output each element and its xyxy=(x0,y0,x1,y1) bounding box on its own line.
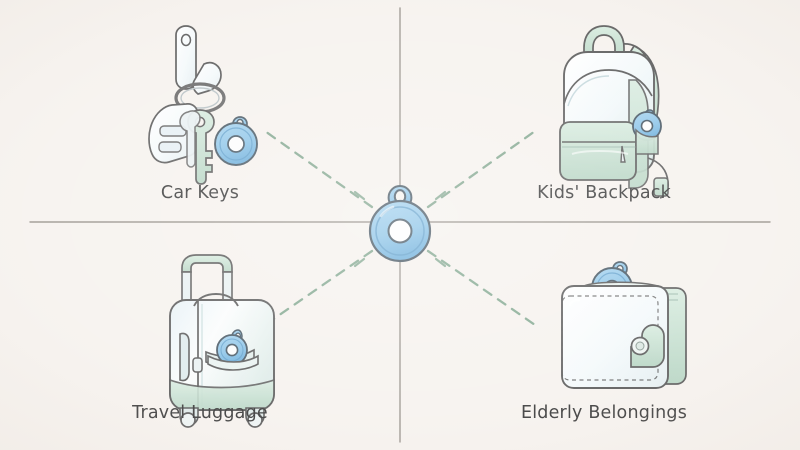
suitcase-illustration xyxy=(169,254,275,428)
connector-to-backpack xyxy=(426,127,540,209)
connector-to-elderly xyxy=(426,249,540,329)
tracker-on-keys xyxy=(214,116,258,166)
wallet-illustration xyxy=(561,261,687,389)
connector-to-luggage xyxy=(260,249,374,329)
quadrant-label-car-keys: Car Keys xyxy=(160,183,240,203)
connector-lines xyxy=(260,127,540,329)
backpack-illustration xyxy=(559,25,670,199)
center-tracker-tag xyxy=(353,184,447,268)
connector-to-car-keys xyxy=(260,127,374,209)
quadrant-label-travel-luggage: Travel Luggage xyxy=(132,403,268,423)
quadrant-label-kids-backpack: Kids' Backpack xyxy=(537,183,671,203)
signal-dashes xyxy=(353,190,447,268)
quadrant-label-elderly-belongings: Elderly Belongings xyxy=(520,403,688,423)
car-keys-illustration xyxy=(148,25,258,185)
